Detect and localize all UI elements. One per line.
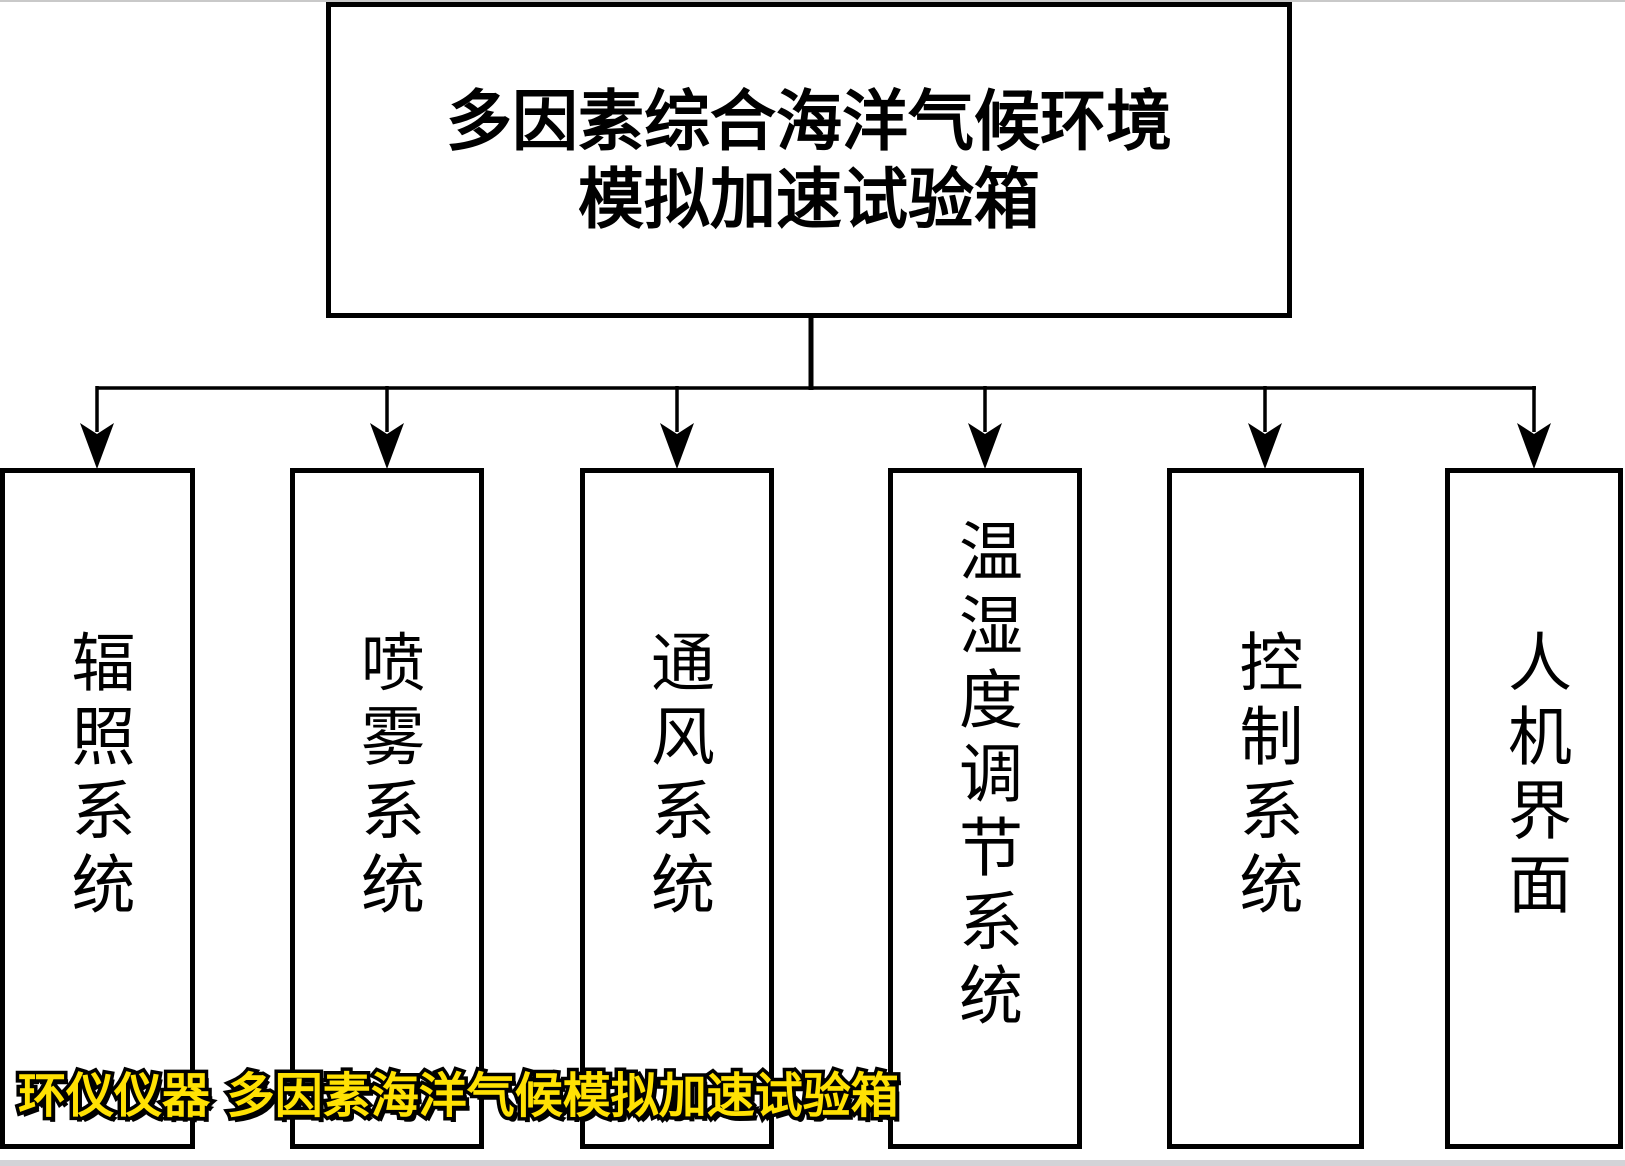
arrowhead-icon-6: [1517, 423, 1551, 469]
root-node-title-line2: 模拟加速试验箱: [578, 160, 1040, 238]
root-node-title-line1: 多因素综合海洋气候环境: [446, 82, 1172, 160]
branch-node-irradiation: 辐照系统: [0, 468, 195, 1149]
branch-node-control: 控制系统: [1167, 468, 1364, 1149]
watermark-fill-text: 环仪仪器 多因素海洋气候模拟加速试验箱: [18, 1068, 899, 1124]
arrowhead-icon-3: [660, 423, 694, 469]
branch-label: 控制系统: [1228, 628, 1303, 925]
branch-node-ventilation: 通风系统: [580, 468, 774, 1149]
root-node: 多因素综合海洋气候环境 模拟加速试验箱: [326, 2, 1292, 318]
branch-label: 通风系统: [640, 628, 714, 925]
arrowhead-icon-1: [80, 423, 114, 469]
top-edge-line: [0, 0, 1625, 2]
watermark-outline-text: 环仪仪器 多因素海洋气候模拟加速试验箱: [15, 1068, 903, 1124]
watermark: 环仪仪器 多因素海洋气候模拟加速试验箱 环仪仪器 多因素海洋气候模拟加速试验箱: [15, 1068, 903, 1124]
branch-label: 辐照系统: [60, 628, 135, 925]
branch-label: 温湿度调节系统: [948, 517, 1022, 1036]
branch-node-spray: 喷雾系统: [290, 468, 484, 1149]
arrowhead-icon-4: [968, 423, 1002, 469]
branch-label: 人机界面: [1497, 628, 1571, 925]
bottom-edge-strip: [0, 1160, 1625, 1166]
branch-node-hmi: 人机界面: [1445, 468, 1623, 1149]
arrowhead-icon-5: [1248, 423, 1282, 469]
arrowhead-icon-2: [370, 423, 404, 469]
branch-label: 喷雾系统: [350, 628, 424, 925]
branch-node-temp-humidity: 温湿度调节系统: [888, 468, 1082, 1149]
